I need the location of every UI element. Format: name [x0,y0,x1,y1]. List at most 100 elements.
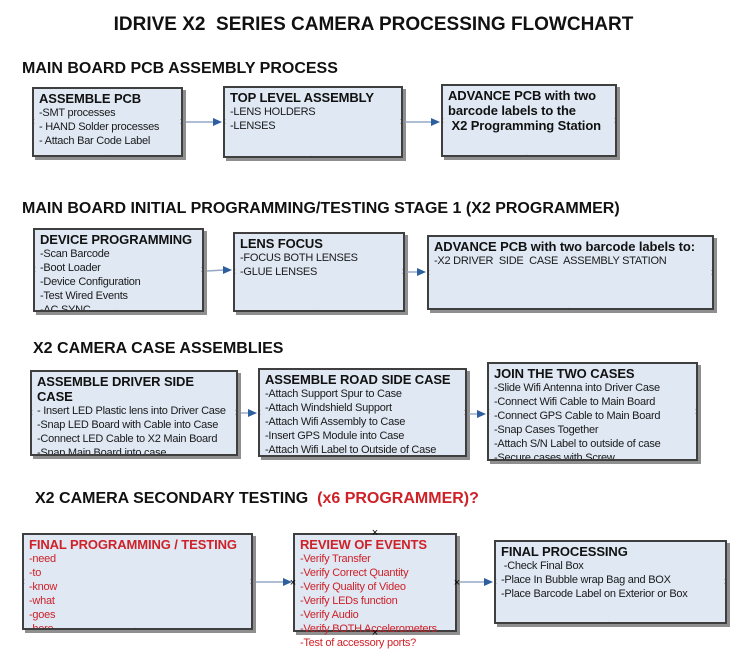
flow-box-top-level-assembly[interactable]: TOP LEVEL ASSEMBLY -LENS HOLDERS -LENSES [223,86,403,158]
flow-box-device-programming[interactable]: DEVICE PROGRAMMING -Scan Barcode -Boot Lo… [33,228,204,312]
glue-point-icon [178,117,181,127]
glue-point-icon [314,308,324,310]
section-heading-secondary-testing: X2 CAMERA SECONDARY TESTING (x6 PROGRAMM… [35,490,479,508]
box-item-list: -SMT processes - HAND Solder processes - A… [39,106,177,148]
box-item: -Attach Windshield Support [265,402,392,414]
box-item: -SMT processes [39,107,116,119]
box-title: FINAL PROGRAMMING / TESTING [29,537,237,552]
flow-box-assemble-driver-side-case[interactable]: ASSEMBLE DRIVER SIDE CASE - Insert LED P… [30,370,238,456]
box-title: TOP LEVEL ASSEMBLY [230,90,374,105]
glue-point-icon [693,407,696,417]
box-item: -X2 DRIVER SIDE CASE ASSEMBLY STATION [434,255,667,267]
glue-point-icon [32,408,35,418]
glue-point-icon [24,577,27,587]
box-item: -Verify Correct Quantity [300,567,409,579]
box-title: ASSEMBLE PCB [39,91,142,106]
box-item: - Insert LED Plastic lens into Driver Ca… [37,405,226,417]
box-title: ASSEMBLE ROAD SIDE CASE [265,372,451,387]
box-item: -know [29,581,58,593]
box-item: -Secure cases with Screw [494,452,615,461]
box-item: -Test Wired Events [40,290,128,302]
glue-point-icon [398,117,401,127]
box-item: -what [29,595,55,607]
flow-box-lens-focus[interactable]: LENS FOCUS -FOCUS BOTH LENSES-GLUE LENSE… [233,232,405,312]
box-title: ADVANCE PCB with two barcode labels to t… [448,88,602,133]
box-item: -Attach Support Spur to Case [265,388,402,400]
glue-point-icon [233,408,236,418]
box-item: -Scan Barcode [40,248,110,260]
glue-point-icon [260,408,263,418]
box-item-list: -Attach Support Spur to Case -Attach Wind… [265,387,461,456]
box-item: -Attach Wifi Assembly to Case [265,416,406,428]
section-heading-case-assemblies: X2 CAMERA CASE ASSEMBLIES [33,340,284,357]
box-item: -Connect GPS Cable to Main Board [494,410,661,422]
flow-box-assemble-road-side-case[interactable]: ASSEMBLE ROAD SIDE CASE -Attach Support … [258,368,467,457]
box-item: -Place In Bubble wrap Bag and BOX [501,574,671,586]
box-item: -Snap Cases Together [494,424,599,436]
glue-point-icon [452,578,462,588]
box-item-list: -Verify Transfer -Verify Correct Quantity… [300,552,451,650]
glue-point-icon [35,265,38,275]
box-item: -Connect LED Cable to X2 Main Board [37,433,218,445]
flow-box-advance-pcb-programming-station[interactable]: ADVANCE PCB with two barcode labels to t… [441,84,617,157]
box-item-list: -X2 DRIVER SIDE CASE ASSEMBLY STATION [434,254,708,268]
flow-box-advance-pcb-driver-side[interactable]: ADVANCE PCB with two barcode labels to: … [427,235,714,310]
flow-box-assemble-pcb[interactable]: ASSEMBLE PCB -SMT processes - HAND Solder… [32,87,183,157]
glue-point-icon [709,268,712,278]
box-item-list: -LENS HOLDERS -LENSES [230,105,397,133]
flow-box-review-of-events[interactable]: REVIEW OF EVENTS -Verify Transfer-Verify… [293,533,457,649]
box-item: -Verify Quality of Video [300,581,406,593]
box-item: -need [29,553,56,565]
glue-point-icon [199,265,202,275]
box-item: -AC SYNC [40,304,91,312]
box-item: -goes [29,609,56,621]
box-item-list: -Check Final Box -Place In Bubble wrap Ba… [501,559,721,601]
box-item: -Verify BOTH Accelerometers [300,623,437,635]
box-item: -here [29,623,54,630]
glue-point-icon [235,267,238,277]
glue-point-icon [288,578,298,588]
box-item: -Snap LED Board with Cable into Case [37,419,219,431]
glue-point-icon [496,577,499,587]
glue-point-icon [443,116,446,126]
box-item: - HAND Solder processes [39,121,160,133]
box-title: ADVANCE PCB with two barcode labels to: [434,239,695,254]
glue-point-icon [612,116,615,126]
box-item: -Test of accessory ports? [300,637,417,649]
box-item: -Verify Audio [300,609,359,621]
box-title: ASSEMBLE DRIVER SIDE CASE [37,374,198,404]
section-heading-initial-programming: MAIN BOARD INITIAL PROGRAMMING/TESTING S… [22,200,620,217]
box-title: REVIEW OF EVENTS [300,537,427,552]
glue-point-icon [524,153,534,155]
heading-red-part: (x6 PROGRAMMER)? [312,490,479,507]
box-item: -Verify LEDs function [300,595,398,607]
box-item: -LENS HOLDERS [230,106,316,118]
section-heading-pcb-assembly: MAIN BOARD PCB ASSEMBLY PROCESS [22,60,338,77]
box-item: -Connect Wifi Cable to Main Board [494,396,656,408]
glue-point-icon [606,620,616,622]
box-item: -Attach S/N Label to outside of case [494,438,661,450]
glue-point-icon [489,407,492,417]
flow-box-final-processing[interactable]: FINAL PROCESSING -Check Final Box-Place … [494,540,727,624]
flow-box-join-the-two-cases[interactable]: JOIN THE TWO CASES -Slide Wifi Antenna i… [487,362,698,461]
flow-box-final-programming-testing[interactable]: FINAL PROGRAMMING / TESTING -need-to-kno… [22,533,253,630]
glue-point-icon [225,117,228,127]
box-item: -Boot Loader [40,262,101,274]
box-item: -Insert GPS Module into Case [265,430,405,442]
box-item: -Attach Wifi Label to Outside of Case [265,444,437,456]
glue-point-icon [722,577,725,587]
box-item: -Check Final Box [501,560,584,572]
box-item: -LENSES [230,120,276,132]
glue-point-icon [429,268,432,278]
page-title: IDRIVE X2 SERIES CAMERA PROCESSING FLOWC… [113,14,634,35]
box-item: -Place Barcode Label on Exterior or Box [501,588,688,600]
box-item: -Snap Main Board into case [37,447,167,456]
box-item: -Verify Transfer [300,553,371,565]
box-item: - Attach Bar Code Label [39,135,151,147]
heading-black-part: X2 CAMERA SECONDARY TESTING [35,490,313,507]
glue-point-icon [308,154,318,156]
box-item-list: -Scan Barcode-Boot Loader-Device Configu… [40,247,198,312]
box-title: DEVICE PROGRAMMING [40,232,193,247]
box-item-list: -need-to-know-what-goes-here [29,552,247,630]
